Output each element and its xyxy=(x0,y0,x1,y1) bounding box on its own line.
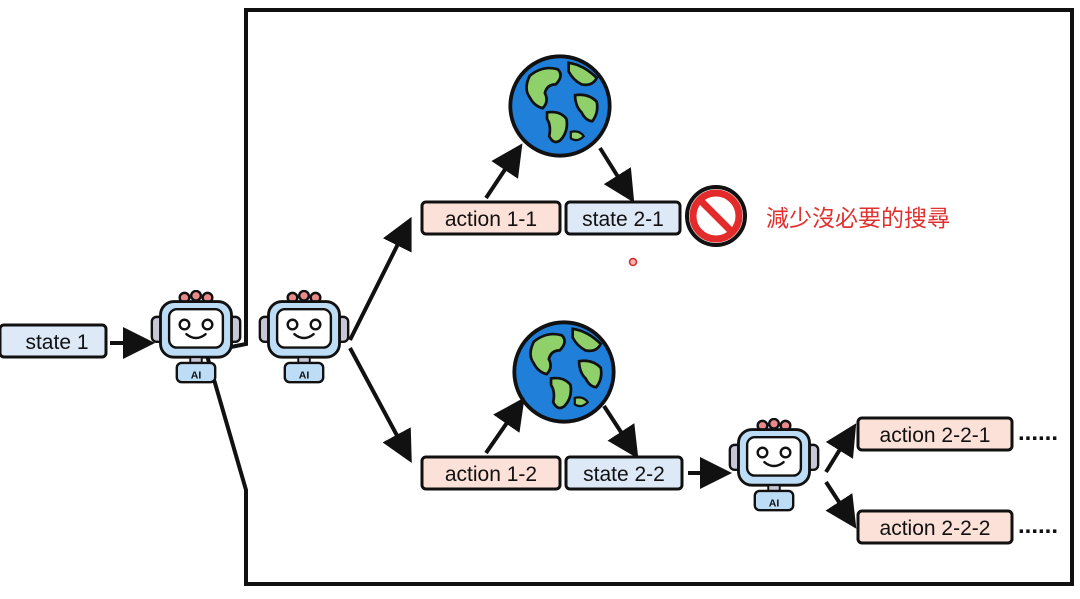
arrow-globe-to-state-2-2 xyxy=(602,404,639,459)
globe-icon xyxy=(512,320,616,424)
ellipsis-1: ...... xyxy=(1018,419,1058,446)
ellipsis-2: ...... xyxy=(1018,512,1058,539)
state-1-node: state 1 xyxy=(0,323,108,359)
action-2-2-2-label: action 2-2-2 xyxy=(880,517,991,540)
action-2-2-2-node: action 2-2-2 xyxy=(856,509,1014,545)
action-1-1-node: action 1-1 xyxy=(420,200,562,236)
state-1-label: state 1 xyxy=(25,331,88,354)
cursor-dot xyxy=(628,257,638,267)
arrow-to-action-2-2-1 xyxy=(824,423,857,474)
forbidden-icon xyxy=(685,185,747,247)
arrow-to-action-1-1 xyxy=(348,216,412,341)
state-2-2-node: state 2-2 xyxy=(564,455,684,491)
arrow-to-action-1-2 xyxy=(348,347,412,464)
action-1-1-label: action 1-1 xyxy=(445,208,537,231)
globe-icon xyxy=(508,54,612,158)
arrow-action-1-2-to-globe xyxy=(484,397,525,455)
search-frame xyxy=(203,8,1074,586)
state-2-1-label: state 2-1 xyxy=(582,208,664,231)
arrow-action-1-1-to-globe xyxy=(484,143,523,200)
action-1-2-label: action 1-2 xyxy=(445,463,537,486)
state-2-2-label: state 2-2 xyxy=(583,463,665,486)
action-2-2-1-node: action 2-2-1 xyxy=(856,416,1014,452)
arrow-globe-to-state-2-1 xyxy=(598,146,635,203)
prune-note: 減少沒必要的搜尋 xyxy=(766,206,950,232)
robot-icon xyxy=(258,290,350,384)
robot-icon xyxy=(728,418,820,512)
action-1-2-node: action 1-2 xyxy=(420,455,562,491)
state-2-1-node: state 2-1 xyxy=(564,200,682,236)
action-2-2-1-label: action 2-2-1 xyxy=(880,424,991,447)
arrow-to-action-2-2-2 xyxy=(824,480,857,529)
robot-icon xyxy=(150,290,242,384)
